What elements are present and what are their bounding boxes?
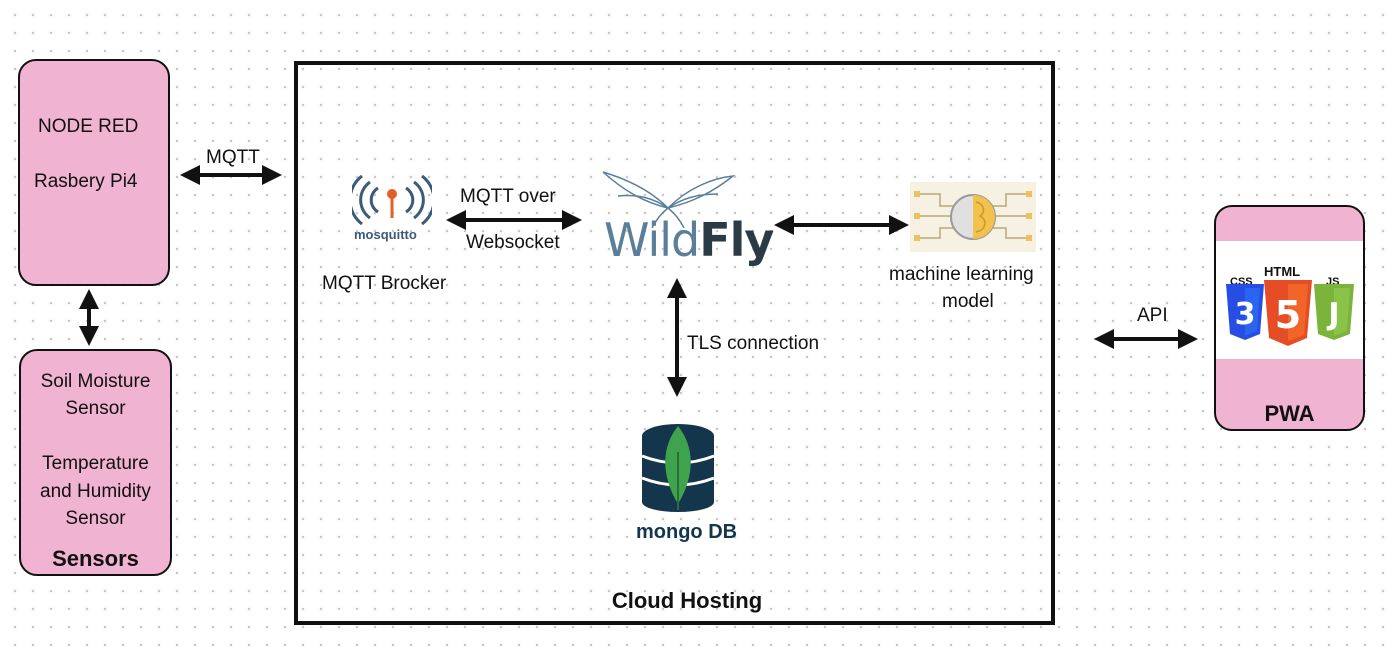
pwa-title: PWA [1264,401,1315,426]
javascript-icon: J [1314,284,1354,340]
mosquitto-logo-text: mosquitto [354,227,417,242]
css3-icon: 3 [1226,284,1264,340]
raspberry-pi-label: Rasbery Pi4 [34,171,138,192]
node-red-box [18,59,170,286]
svg-text:5: 5 [1275,293,1301,337]
cloud-hosting-title: Cloud Hosting [611,588,763,613]
humidity-label: and Humidity [40,481,151,502]
tls-connection-label: TLS connection [687,333,820,354]
soil-moisture-sensor-label: Sensor [65,398,126,419]
wildfly-wordmark: WildFly [604,213,774,267]
temperature-label: Temperature [42,453,149,474]
svg-text:J: J [1326,297,1339,332]
soil-moisture-label: Soil Moisture [40,371,151,392]
web-tech-icons: 3 5 J [1226,280,1354,346]
wildfly-fly-text: Fly [699,213,774,267]
websocket-label: Websocket [466,232,560,253]
mqtt-link-label: MQTT [206,147,260,168]
html-badge-label: HTML [1264,264,1301,279]
sensors-box [19,349,172,576]
mqtt-over-label: MQTT over [460,186,556,207]
svg-text:3: 3 [1235,297,1256,332]
html5-icon: 5 [1264,280,1312,346]
wildfly-icon [602,171,736,228]
mqtt-broker-label: MQTT Brocker [322,273,447,294]
api-link-label: API [1137,305,1168,326]
mosquitto-icon [352,174,432,226]
cloud-hosting-frame [294,61,1055,625]
machine-learning-icon [910,182,1036,252]
node-red-label: NODE RED [38,116,139,137]
wildfly-wild-text: Wild [604,213,700,267]
ml-label-line1: machine learning [889,264,1034,285]
ml-label-line2: model [942,291,994,312]
sensors-title: Sensors [52,546,139,571]
mongodb-icon [641,424,715,512]
mongodb-logo-text: mongo DB [636,521,738,543]
humidity-sensor-label: Sensor [65,508,126,529]
